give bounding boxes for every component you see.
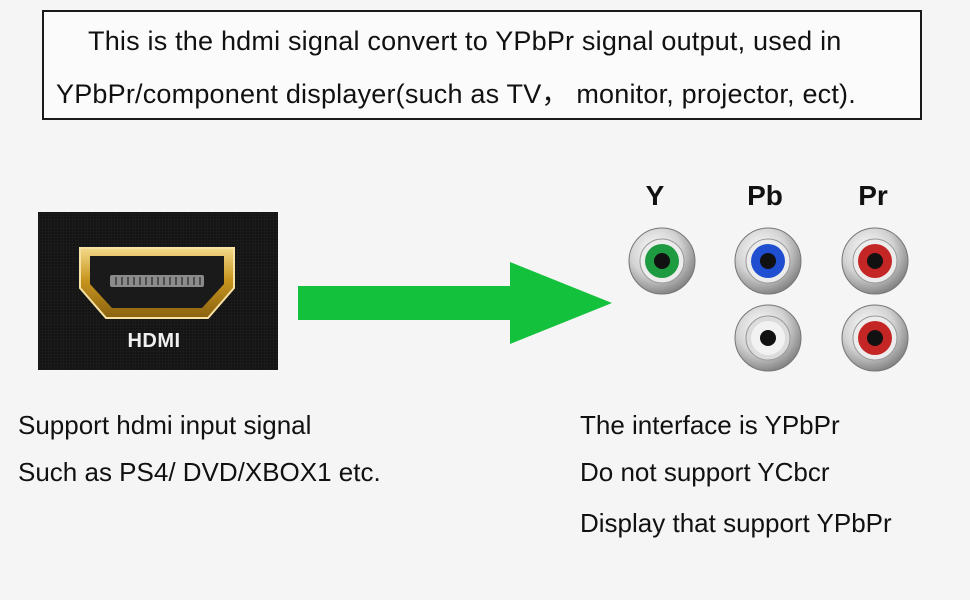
intro-box: This is the hdmi signal convert to YPbPr… xyxy=(42,10,922,120)
port-label-pb: Pb xyxy=(747,180,783,211)
rca-jack-red-audio-icon xyxy=(841,304,909,372)
hdmi-label: HDMI xyxy=(127,330,181,352)
caption-interface: The interface is YPbPr xyxy=(580,410,840,440)
caption-input-support: Support hdmi input signal xyxy=(18,410,312,440)
port-label-y: Y xyxy=(645,180,665,211)
hdmi-port-icon xyxy=(79,247,235,319)
intro-line-2: YPbPr/component displayer(such as TV， mo… xyxy=(56,79,856,109)
arrow-right-icon xyxy=(298,262,612,344)
port-label-pr: Pr xyxy=(858,180,888,211)
rca-jack-y-icon xyxy=(628,227,696,295)
caption-display-support: Display that support YPbPr xyxy=(580,508,892,538)
hdmi-panel: HDMI xyxy=(38,212,278,370)
rca-jack-pr-icon xyxy=(841,227,909,295)
rca-jack-white-icon xyxy=(734,304,802,372)
arrow-shape xyxy=(298,262,612,344)
intro-line-1: This is the hdmi signal convert to YPbPr… xyxy=(88,26,842,56)
caption-no-ycbcr: Do not support YCbcr xyxy=(580,457,830,487)
rca-jack-pb-icon xyxy=(734,227,802,295)
caption-input-examples: Such as PS4/ DVD/XBOX1 etc. xyxy=(18,457,381,487)
